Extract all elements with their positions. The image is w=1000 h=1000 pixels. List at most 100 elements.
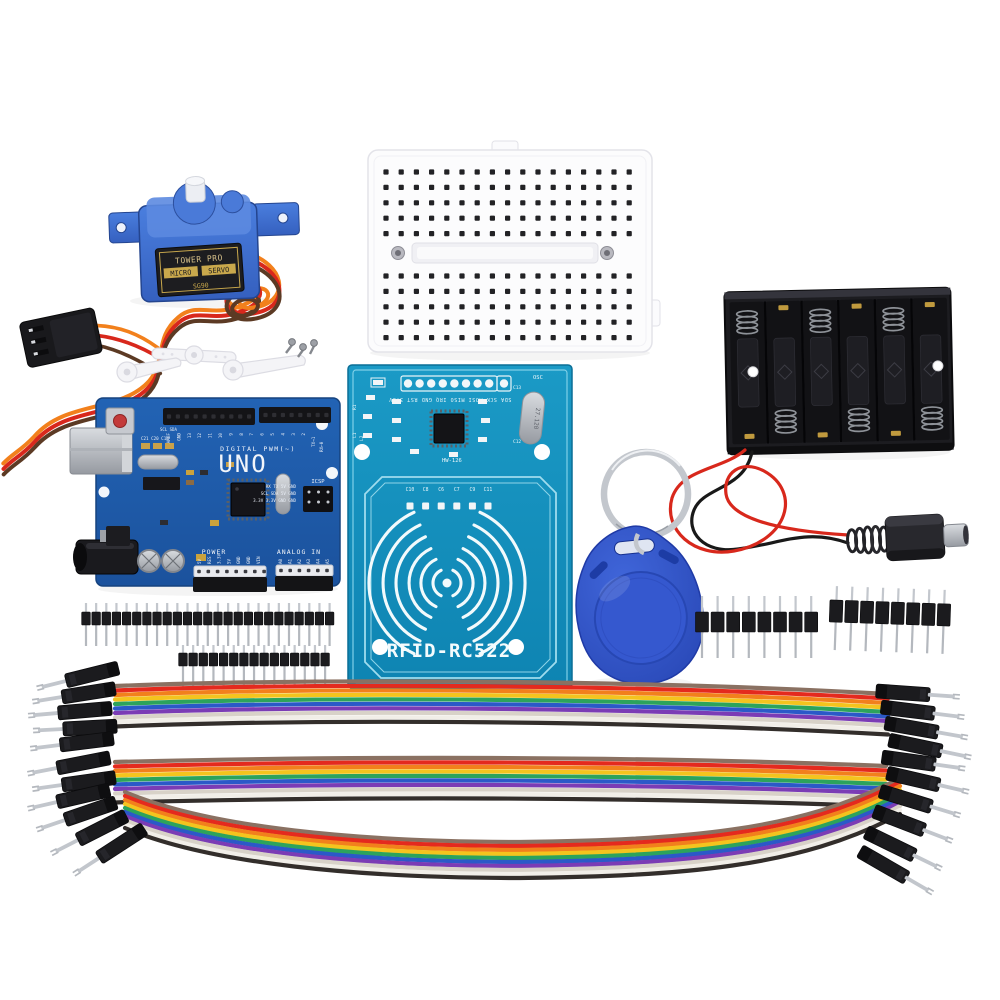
keyring-through-slot — [633, 532, 645, 556]
svg-text:C10: C10 — [406, 487, 415, 493]
mfrc522-pins — [429, 409, 469, 448]
l2-label: L2 — [359, 435, 365, 441]
servo-label: TOWER PRO MICRO SERVO SG90 — [154, 242, 245, 298]
svg-text:VIN: VIN — [256, 556, 261, 564]
power-header-side — [193, 577, 267, 592]
smd-ic — [143, 477, 180, 490]
c13-label: C13 — [513, 385, 521, 391]
silk-scl-sda: SCL SDA — [160, 427, 177, 432]
servo-horn-left — [116, 357, 182, 383]
voltage-regulator — [106, 526, 130, 546]
svg-text:GND: GND — [176, 433, 182, 441]
uno-title: UNO — [218, 450, 267, 478]
rx-label: RX←0 — [319, 441, 325, 452]
rfid-rc522-module: SDA SCK MOSI MISO IRQ GND RST 3.3V 27.12… — [347, 364, 573, 689]
pin-header-40pin-row1 — [81, 603, 335, 646]
digital-header-left — [259, 407, 331, 423]
svg-text:8: 8 — [239, 433, 245, 436]
rfid-hole-2 — [534, 444, 550, 460]
pin-header-8pin-left — [695, 596, 819, 658]
servo-word2: SERVO — [208, 266, 230, 275]
comm-row3: 3.3V 3.3V GND GND — [253, 498, 296, 503]
rfid-cap-row — [406, 502, 492, 510]
tx-label: TX→1 — [311, 436, 317, 447]
mfrc522-chip — [433, 413, 465, 444]
dc-barrel-plug — [846, 513, 969, 562]
analog-header-top — [275, 564, 334, 577]
svg-text:4: 4 — [280, 433, 286, 436]
rfid-header-pin-labels: SDA SCK MOSI MISO IRQ GND RST 3.3V — [389, 396, 512, 402]
smd-passives — [141, 443, 234, 561]
jumper-ribbon-middle — [112, 755, 889, 809]
svg-text:3.3V: 3.3V — [217, 553, 222, 564]
svg-text:A1: A1 — [287, 558, 292, 564]
fob-center-disc — [593, 571, 688, 666]
svg-text:13: 13 — [187, 433, 193, 439]
svg-text:12: 12 — [197, 433, 203, 439]
digital-pwm-label: DIGITAL PWM(~) — [220, 445, 296, 453]
breadboard-holes-top-bank — [383, 169, 632, 237]
analog-header-holes — [279, 568, 329, 573]
power-label: POWER — [202, 548, 227, 556]
svg-text:C7: C7 — [454, 487, 460, 493]
digital-header-right — [163, 408, 255, 425]
servo-brand: TOWER PRO — [175, 253, 223, 265]
rfid-hole-3 — [372, 639, 388, 655]
svg-text:7: 7 — [249, 433, 255, 436]
battery-wires — [668, 448, 850, 554]
servo-gear-small — [220, 190, 244, 214]
hw-ref-label: HW-126 — [442, 458, 462, 464]
svg-text:2: 2 — [301, 433, 307, 436]
svg-text:C6: C6 — [438, 487, 444, 493]
digital-header-holes-2 — [263, 412, 329, 418]
l1-label: L1 — [352, 432, 358, 438]
crystal-oscillator — [137, 454, 179, 470]
svg-text:A3: A3 — [306, 558, 311, 564]
analog-header-side — [275, 576, 333, 591]
antenna-border — [364, 476, 557, 679]
svg-text:5V: 5V — [197, 558, 202, 564]
rfid-hole-4 — [508, 639, 524, 655]
icsp-header — [303, 486, 333, 512]
svg-text:9: 9 — [228, 433, 234, 436]
mcu-pins — [226, 478, 270, 521]
svg-text:10: 10 — [218, 433, 224, 439]
jumper-ribbon-top — [112, 679, 891, 737]
r1-label: R1 — [352, 404, 358, 410]
rfid-key-fob — [575, 525, 705, 685]
power-header-holes — [197, 569, 266, 574]
osc-label: OSC — [533, 375, 543, 381]
antenna-arcs — [367, 510, 527, 656]
battery-cells — [729, 297, 950, 445]
icsp-label: ICSP — [311, 479, 325, 485]
silk-cap-refs: C21 C20 C16 — [141, 436, 169, 441]
svg-text:5: 5 — [270, 433, 276, 436]
analog-in-label: ANALOG IN — [277, 548, 321, 556]
servo-horns — [116, 345, 306, 383]
servo-model: SG90 — [193, 281, 209, 290]
rfid-passives — [363, 377, 490, 457]
pin-header-8pin-right — [828, 586, 951, 654]
svg-text:A2: A2 — [297, 558, 302, 564]
rfid-header — [400, 375, 512, 392]
battery-holder-hole-right — [932, 360, 944, 372]
svg-text:A5: A5 — [325, 558, 330, 564]
rfid-model-label: RFID-RC522 — [387, 640, 511, 662]
rfid-hole-1 — [354, 444, 370, 460]
svg-text:6: 6 — [260, 433, 266, 436]
atmega328-chip — [230, 482, 266, 517]
mini-breadboard — [367, 140, 661, 353]
svg-text:C11: C11 — [484, 487, 493, 493]
crystal-freq: 27.120 — [532, 407, 541, 430]
battery-holder-hole-left — [747, 366, 759, 378]
pin-header-40pin-row2 — [178, 645, 330, 687]
svg-text:C8: C8 — [423, 487, 429, 493]
svg-text:RES: RES — [207, 556, 212, 564]
comm-row1: RX TX 5V GND — [266, 484, 297, 489]
